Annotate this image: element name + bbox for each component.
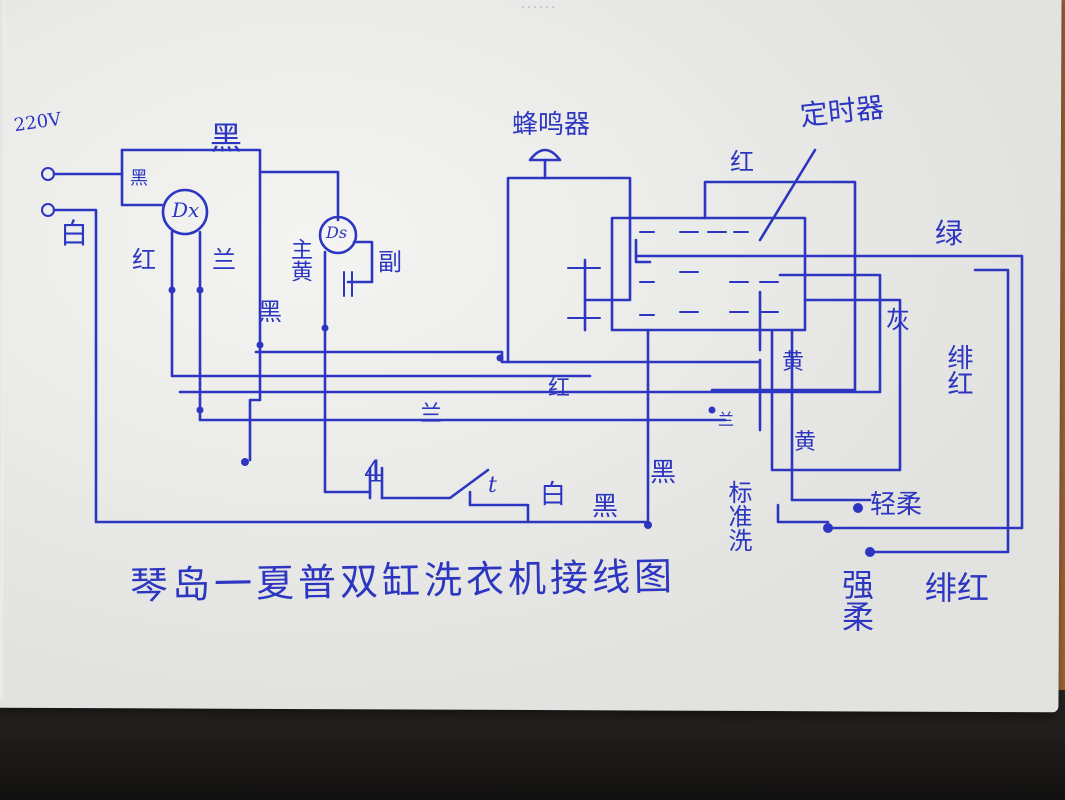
pink-red-label-2: 绯红 xyxy=(925,569,990,607)
strong-terminal xyxy=(865,547,875,557)
faint-top-text: …… xyxy=(520,0,556,13)
gentle-label: 轻柔 xyxy=(870,490,923,520)
timer-label: 定时器 xyxy=(798,90,886,133)
terminal-dot xyxy=(241,458,249,466)
buzzer-right-lead xyxy=(543,176,632,302)
black-lower-label: 黑 xyxy=(650,458,677,488)
t-mark-label: t xyxy=(488,473,497,498)
supply-wire-white xyxy=(52,208,650,524)
selector-common xyxy=(776,503,830,524)
black-mid-label: 黑 xyxy=(258,298,282,326)
black-down xyxy=(248,343,262,462)
dx-blue-wire xyxy=(198,230,727,422)
buzzer-left-lead xyxy=(506,158,547,364)
dx-motor-label: Dx xyxy=(172,198,200,222)
ds-secondary-wire xyxy=(346,240,374,284)
yellow-label-1: 黄 xyxy=(782,350,805,375)
red-top-label: 红 xyxy=(730,148,754,176)
timer-contacts-row-2 xyxy=(639,271,779,283)
supply-terminal-2 xyxy=(41,203,55,217)
ds-motor-symbol xyxy=(318,215,358,255)
main-yellow-label: 主黄 xyxy=(287,238,312,282)
timer-contacts-row-3 xyxy=(639,311,779,316)
blue-small-label: 兰 xyxy=(718,410,735,429)
buzzer-symbol xyxy=(528,148,562,162)
black-bottom-label: 黑 xyxy=(592,492,619,522)
green-wire xyxy=(634,254,1024,530)
capacitor-symbol xyxy=(343,271,353,297)
black-to-ds xyxy=(258,170,340,222)
bottom-switch xyxy=(380,468,530,524)
dx-red-wire xyxy=(170,230,592,378)
standard-terminal xyxy=(823,523,833,533)
black-small-label: 黑 xyxy=(130,168,148,189)
black-bus-top xyxy=(120,148,262,347)
standard-wash-label: 标准洗 xyxy=(724,480,752,552)
black-bus-left xyxy=(120,148,164,207)
ds-motor-label: Ds xyxy=(326,223,348,242)
secondary-winding-label: 副 xyxy=(378,248,402,276)
buzzer-label: 蜂鸣器 xyxy=(512,110,591,140)
red-long-label: 红 xyxy=(548,376,571,401)
lid-switch-label: 4 xyxy=(364,455,384,490)
yellow-wire-loop xyxy=(770,298,902,472)
lid-switch-contacts xyxy=(368,466,384,500)
timer-internal-1 xyxy=(634,238,652,264)
green-wire-label: 绿 xyxy=(935,217,964,250)
junction-dot xyxy=(644,521,652,529)
white-wire-label: 白 xyxy=(60,217,89,250)
strong-label: 强柔 xyxy=(837,568,875,632)
timer-pointer-arrow xyxy=(758,148,817,242)
dx-motor-symbol xyxy=(161,188,209,236)
supply-terminal-1 xyxy=(41,167,55,181)
pink-red-label-1: 绯红 xyxy=(943,344,973,396)
blue-long-label: 兰 xyxy=(420,402,443,427)
timer-red-loop xyxy=(703,180,857,392)
black-wire-label: 黑 xyxy=(210,119,243,157)
blue-wire-label-left: 兰 xyxy=(212,246,236,274)
yellow-label-2: 黄 xyxy=(794,430,817,455)
buzzer-contact-marks xyxy=(567,267,601,319)
pink-red-wire xyxy=(868,268,1010,554)
white-bottom-label: 白 xyxy=(540,480,567,510)
yellow-wire-2 xyxy=(790,328,872,502)
gray-wire-label: 灰 xyxy=(886,306,910,334)
diagram-title: 琴岛一夏普双缸洗衣机接线图 xyxy=(129,554,677,608)
timer-box xyxy=(610,216,807,332)
gray-wire xyxy=(178,273,882,394)
red-wire-label-left: 红 xyxy=(132,246,156,274)
gentle-terminal xyxy=(853,503,863,513)
ds-main-wire xyxy=(323,250,372,494)
